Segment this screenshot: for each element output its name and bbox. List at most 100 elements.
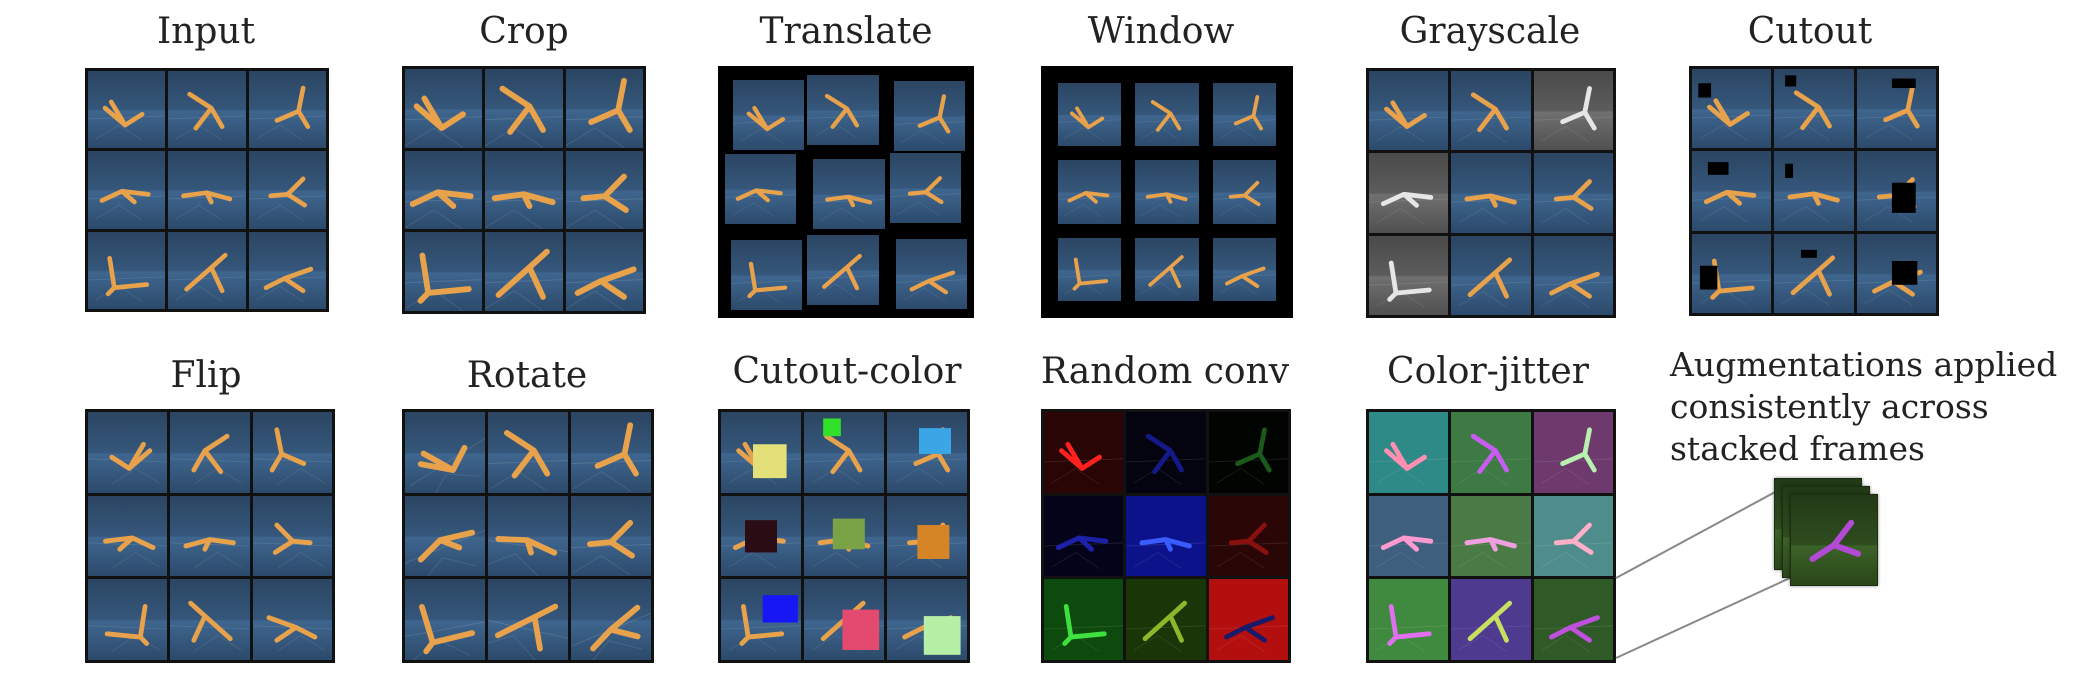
grayscale-frame-1 [1369,71,1449,151]
panel-title-translate: Translate [759,11,933,52]
translate-frame-5 [813,159,885,229]
grayscale-frame-7 [1369,235,1449,315]
window-frame-9 [1212,237,1276,301]
cutout-frame-4 [1692,151,1772,231]
input-frame-4 [88,151,166,229]
grayscale-frame-2 [1451,71,1531,151]
panel-title-color-jitter: Color-jitter [1387,351,1589,392]
translate-frame-grid [718,66,974,318]
flip-frame-5 [170,495,250,577]
random-conv-frame-3 [1208,412,1288,493]
cutout-frame-1 [1692,69,1772,149]
grayscale-frame-3 [1533,71,1613,151]
crop-frame-9 [565,232,643,311]
crop-frame-1 [405,69,483,148]
stacked-frames-icon [1774,478,1884,590]
crop-frame-3 [565,69,643,148]
crop-frame-4 [405,150,483,230]
window-frame-8 [1135,237,1199,301]
color-jitter-frame-1 [1369,412,1449,493]
flip-frame-grid [85,409,335,663]
cutout-frame-8 [1774,233,1854,313]
rotate-frame-2 [488,412,568,493]
random-conv-frame-grid [1041,409,1291,663]
crop-frame-2 [485,69,563,148]
random-conv-frame-2 [1126,412,1206,493]
window-frame-6 [1212,160,1276,224]
rotate-frame-3 [571,412,651,493]
translate-frame-6 [889,153,961,223]
crop-frame-7 [405,232,483,311]
panel-title-grayscale: Grayscale [1399,11,1581,52]
color-jitter-frame-7 [1369,579,1449,660]
panel-title-input: Input [156,11,256,52]
cutout-color-frame-7 [721,579,801,660]
flip-frame-4 [88,495,168,577]
cutout-frame-5 [1774,151,1854,231]
flip-frame-1 [88,412,168,493]
input-frame-5 [168,151,246,229]
input-frame-7 [88,231,166,309]
window-frame-5 [1135,160,1199,224]
color-jitter-frame-2 [1451,412,1531,493]
window-frame-4 [1058,160,1122,224]
cutout-frame-grid [1689,66,1939,316]
grayscale-frame-8 [1451,235,1531,315]
panel-title-random-conv: Random conv [1040,351,1290,392]
color-jitter-frame-6 [1533,495,1613,577]
color-jitter-frame-8 [1451,579,1531,660]
translate-frame-3 [893,81,965,151]
cutout-color-frame-grid [718,409,970,663]
rotate-frame-9 [571,579,651,660]
flip-frame-6 [252,495,332,577]
window-frame-1 [1058,83,1122,147]
grayscale-frame-6 [1533,153,1613,233]
flip-frame-2 [170,412,250,493]
rotate-frame-grid [402,409,654,663]
augmentation-note: Augmentations applied consistently acros… [1670,344,2070,470]
augmentation-note-line-3: stacked frames [1670,429,1925,468]
flip-frame-3 [252,412,332,493]
translate-frame-7 [731,240,803,310]
color-jitter-frame-3 [1533,412,1613,493]
window-frame-2 [1135,83,1199,147]
cutout-frame-2 [1774,69,1854,149]
panel-title-flip: Flip [170,355,242,396]
translate-frame-8 [807,235,879,305]
cutout-color-frame-9 [887,579,967,660]
input-frame-2 [168,71,246,149]
cutout-frame-7 [1692,233,1772,313]
window-frame-7 [1058,237,1122,301]
flip-frame-8 [170,579,250,660]
color-jitter-frame-9 [1533,579,1613,660]
walker-figure [1809,519,1862,562]
cutout-color-frame-8 [804,579,884,660]
grayscale-frame-9 [1533,235,1613,315]
grayscale-frame-grid [1366,68,1616,318]
color-jitter-frame-4 [1369,495,1449,577]
random-conv-frame-9 [1208,579,1288,660]
input-frame-grid [85,68,329,312]
input-frame-6 [248,151,326,229]
cutout-color-frame-6 [887,495,967,577]
input-frame-8 [168,231,246,309]
rotate-frame-1 [405,412,485,493]
rotate-frame-6 [571,495,651,577]
cutout-color-frame-1 [721,412,801,493]
color-jitter-frame-grid [1366,409,1616,663]
input-frame-3 [248,71,326,149]
random-conv-frame-1 [1044,412,1124,493]
crop-frame-5 [485,150,563,230]
cutout-color-frame-4 [721,495,801,577]
translate-frame-9 [895,239,967,309]
translate-frame-2 [807,75,879,145]
random-conv-frame-5 [1126,495,1206,577]
augmentation-note-line-2: consistently across [1670,387,1989,426]
crop-frame-6 [565,150,643,230]
crop-frame-grid [402,66,646,314]
random-conv-frame-4 [1044,495,1124,577]
panel-title-cutout-color: Cutout-color [732,351,962,392]
panel-title-crop: Crop [479,11,569,52]
cutout-color-frame-5 [804,495,884,577]
input-frame-9 [248,231,326,309]
